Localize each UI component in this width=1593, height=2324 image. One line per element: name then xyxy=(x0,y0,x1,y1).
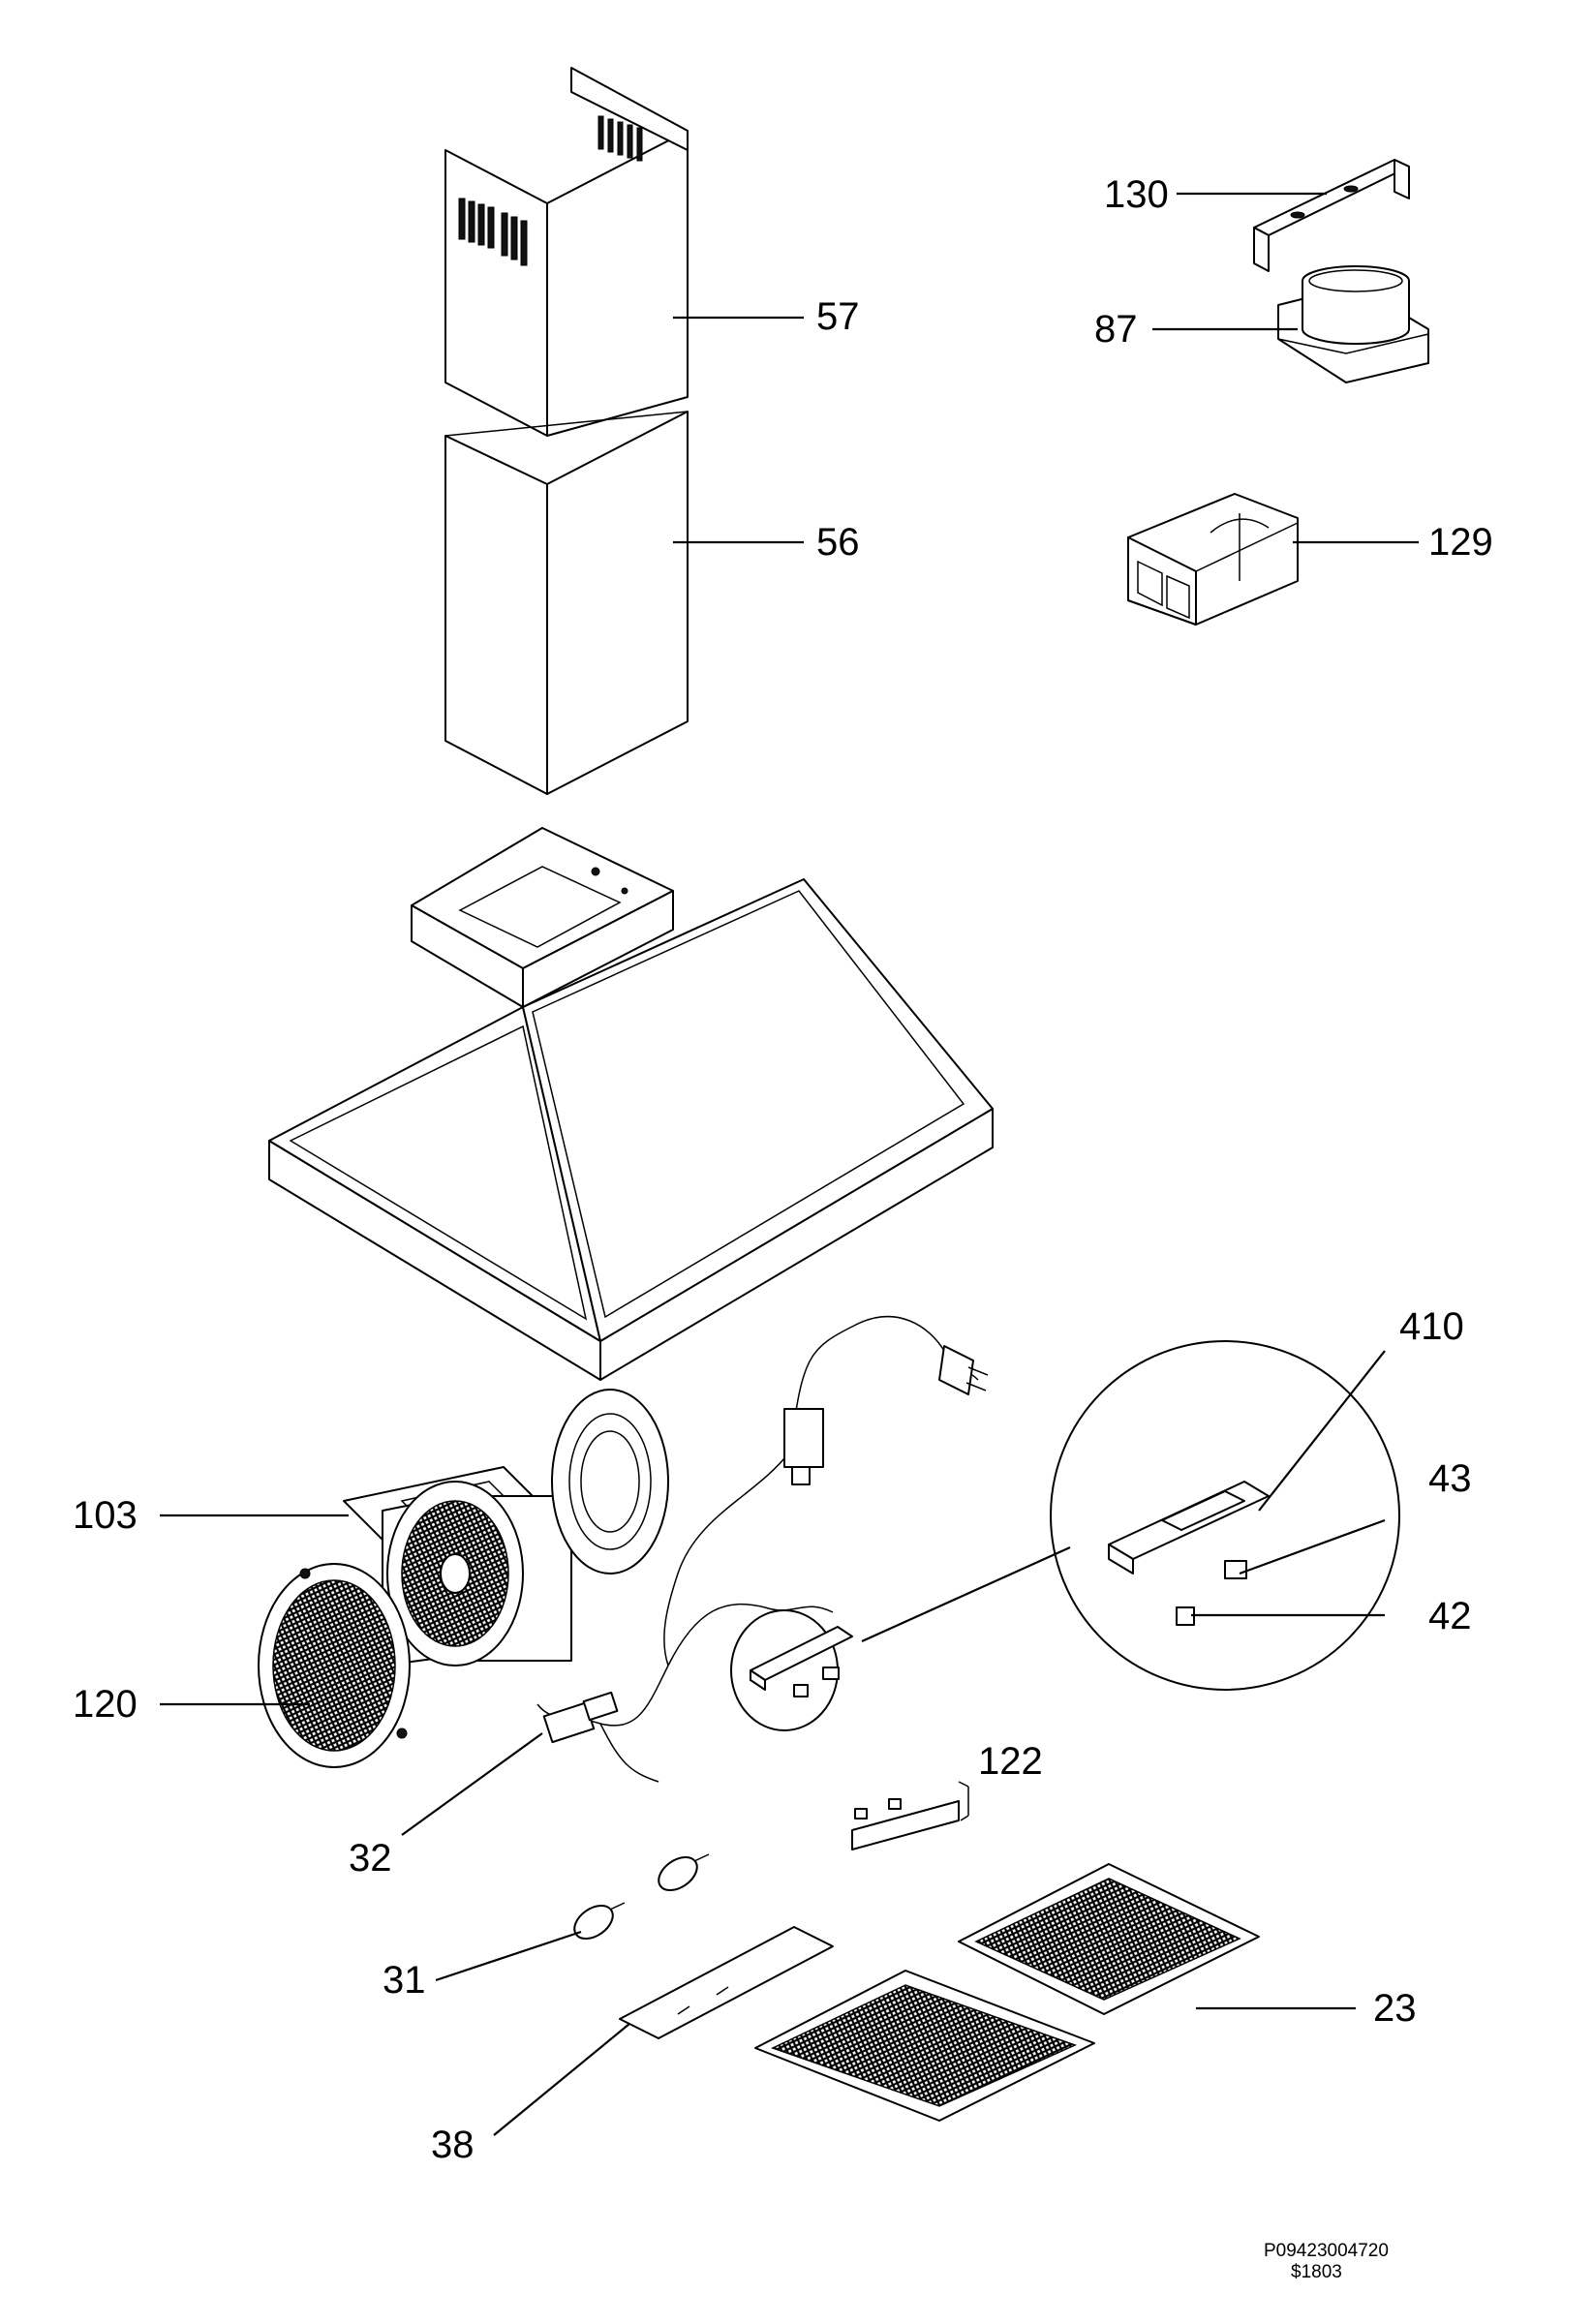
callout-42: 42 xyxy=(1428,1595,1472,1637)
callout-129: 129 xyxy=(1428,521,1493,564)
callout-43: 43 xyxy=(1428,1457,1472,1500)
callout-31: 31 xyxy=(383,1959,426,2002)
halogen-lamps xyxy=(568,1850,709,1945)
callout-labels: 57 56 130 87 129 410 43 42 103 120 122 3… xyxy=(73,173,1493,2166)
fan-cover-ring xyxy=(552,1390,668,1574)
callout-410: 410 xyxy=(1399,1305,1464,1348)
document-number: P09423004720 xyxy=(1264,2241,1389,2261)
control-panel-strip xyxy=(852,1782,968,1850)
callout-32: 32 xyxy=(349,1837,392,1880)
duct-adapter xyxy=(1278,266,1428,382)
vent-slots xyxy=(459,116,642,265)
callout-23: 23 xyxy=(1373,1987,1417,2030)
control-board-detail xyxy=(731,1610,852,1730)
callout-57: 57 xyxy=(816,295,860,338)
grease-filter-ring xyxy=(259,1564,410,1767)
hood-canopy xyxy=(269,828,993,1380)
glass-lens xyxy=(620,1927,833,2038)
document-id: P09423004720 $1803 xyxy=(1264,2241,1389,2282)
callout-56: 56 xyxy=(816,521,860,564)
callout-122: 122 xyxy=(978,1740,1043,1783)
callout-87: 87 xyxy=(1094,308,1138,351)
lamp-socket xyxy=(544,1693,618,1742)
blower-motor-assembly xyxy=(344,1467,571,1666)
callout-103: 103 xyxy=(73,1494,138,1537)
upper-chimney-cover xyxy=(445,68,688,436)
document-revision: $1803 xyxy=(1291,2262,1342,2282)
wiring-harness xyxy=(537,1317,988,1782)
recirculation-blower-housing xyxy=(1128,494,1298,625)
callout-120: 120 xyxy=(73,1683,138,1726)
leader-lines xyxy=(160,194,1419,2135)
lower-chimney-cover xyxy=(445,412,688,794)
grease-filters xyxy=(755,1864,1259,2121)
callout-38: 38 xyxy=(431,2124,475,2166)
callout-130: 130 xyxy=(1104,173,1169,216)
detail-circle xyxy=(862,1341,1399,1690)
mounting-bracket xyxy=(1254,160,1409,271)
